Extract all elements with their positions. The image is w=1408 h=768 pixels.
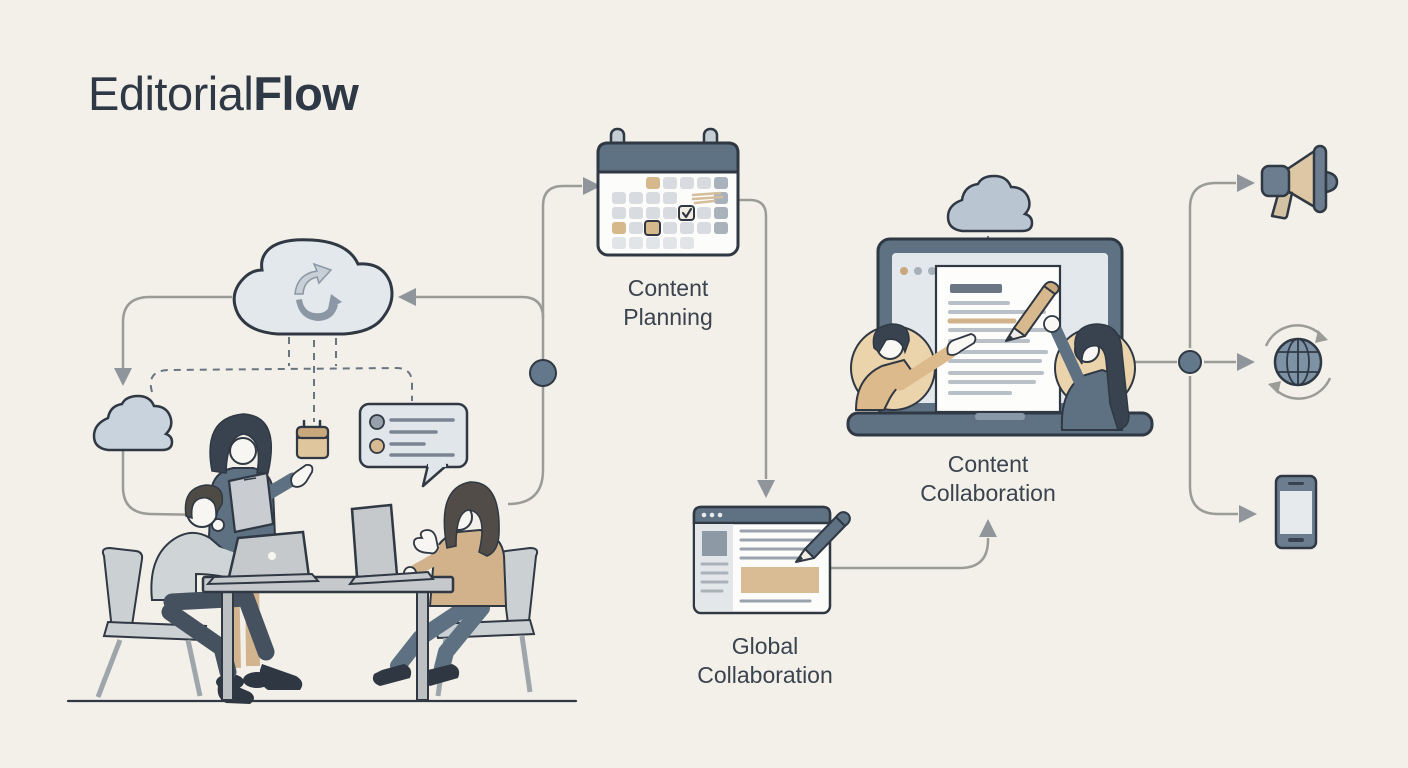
small-cloud-icon: [92, 394, 174, 452]
calendar-note-scribble: [691, 191, 724, 205]
sitting-woman-hand: [413, 529, 439, 555]
calendar-grid: [612, 177, 728, 249]
sync-arrow-down: [296, 299, 338, 321]
connector-junction-to-megaphone: [1188, 181, 1236, 348]
editing-hand: [1043, 315, 1061, 333]
arrowhead-right-phone: [1239, 505, 1257, 523]
laptop-coediting-illustration: [846, 174, 1154, 437]
laptop-cloud-icon: [946, 174, 1034, 233]
globe-sync-icon: [1264, 324, 1332, 400]
dashed-horizontal: [149, 366, 413, 401]
avatar-woman-editing: [1005, 280, 1136, 431]
junction-dot-right: [1178, 350, 1202, 374]
arrowhead-down-smallcloud: [114, 368, 132, 386]
mini-calendar-icon: [295, 419, 330, 460]
flow-arrowheads: [114, 174, 1257, 537]
person-sitting-woman: [372, 481, 508, 686]
arrowhead-up-to-collab: [979, 519, 997, 537]
connector-calendar-to-browser: [738, 198, 768, 479]
connector-branch-to-cloud: [416, 295, 545, 319]
bubble-bullet-tan: [369, 438, 385, 454]
page-title: EditorialFlow: [88, 66, 359, 121]
calendar-icon: [596, 127, 740, 257]
browser-titlebar: [692, 505, 832, 525]
tablet: [227, 471, 275, 534]
avatar-woman-hair: [1074, 323, 1130, 431]
pen-icon: [795, 511, 851, 563]
browser-document-pen-icon: [692, 505, 851, 615]
chair-left: [95, 546, 208, 698]
label-content-collaboration: Content Collaboration: [920, 451, 1056, 506]
standing-woman-hand: [290, 463, 314, 488]
arrowhead-left-into-cloud: [398, 288, 416, 306]
connector-team-to-calendar: [507, 184, 582, 506]
connector-smallcloud-to-team: [121, 450, 209, 517]
megaphone-handle: [1270, 189, 1294, 220]
megaphone-icon: [1260, 144, 1339, 220]
flow-connectors: [121, 181, 1238, 570]
avatar-man-pointing: [850, 323, 977, 411]
pointing-hand: [946, 333, 977, 356]
pencil-icon: [1005, 280, 1060, 342]
team-meeting-illustration: [66, 238, 578, 704]
laptop-right-icon: [347, 503, 435, 586]
sync-arrow-up: [294, 262, 333, 295]
arrowhead-down-into-browser: [757, 480, 775, 498]
label-content-planning: Content Planning: [623, 275, 713, 330]
connector-junction-to-phone: [1188, 376, 1238, 516]
browser-highlight-block: [741, 567, 819, 593]
bubble-bullet-gray: [369, 414, 385, 430]
connector-cloud-to-smallcloud: [121, 295, 232, 368]
arrowhead-right-into-calendar: [583, 177, 601, 195]
calendar-marked-day: [644, 220, 661, 236]
calendar-header: [596, 141, 740, 174]
junction-dot-left: [529, 359, 557, 387]
calendar-checked-day: [678, 205, 695, 221]
chat-bubble-icon: [358, 402, 469, 488]
brand-regular: Editorial: [88, 67, 254, 120]
sync-cloud-icon: [232, 238, 394, 336]
smartphone-icon: [1274, 474, 1318, 550]
label-global-collaboration: Global Collaboration: [697, 633, 833, 688]
sitting-woman-hair: [443, 481, 500, 557]
arrowhead-right-megaphone: [1237, 174, 1255, 192]
junction-dots: [529, 350, 1202, 387]
sitting-man-hair: [184, 484, 224, 520]
brand-bold: Flow: [253, 67, 359, 120]
laptop-left-icon: [205, 530, 321, 586]
arrowhead-right-globe: [1237, 353, 1255, 371]
connector-browser-to-collab: [830, 538, 990, 570]
